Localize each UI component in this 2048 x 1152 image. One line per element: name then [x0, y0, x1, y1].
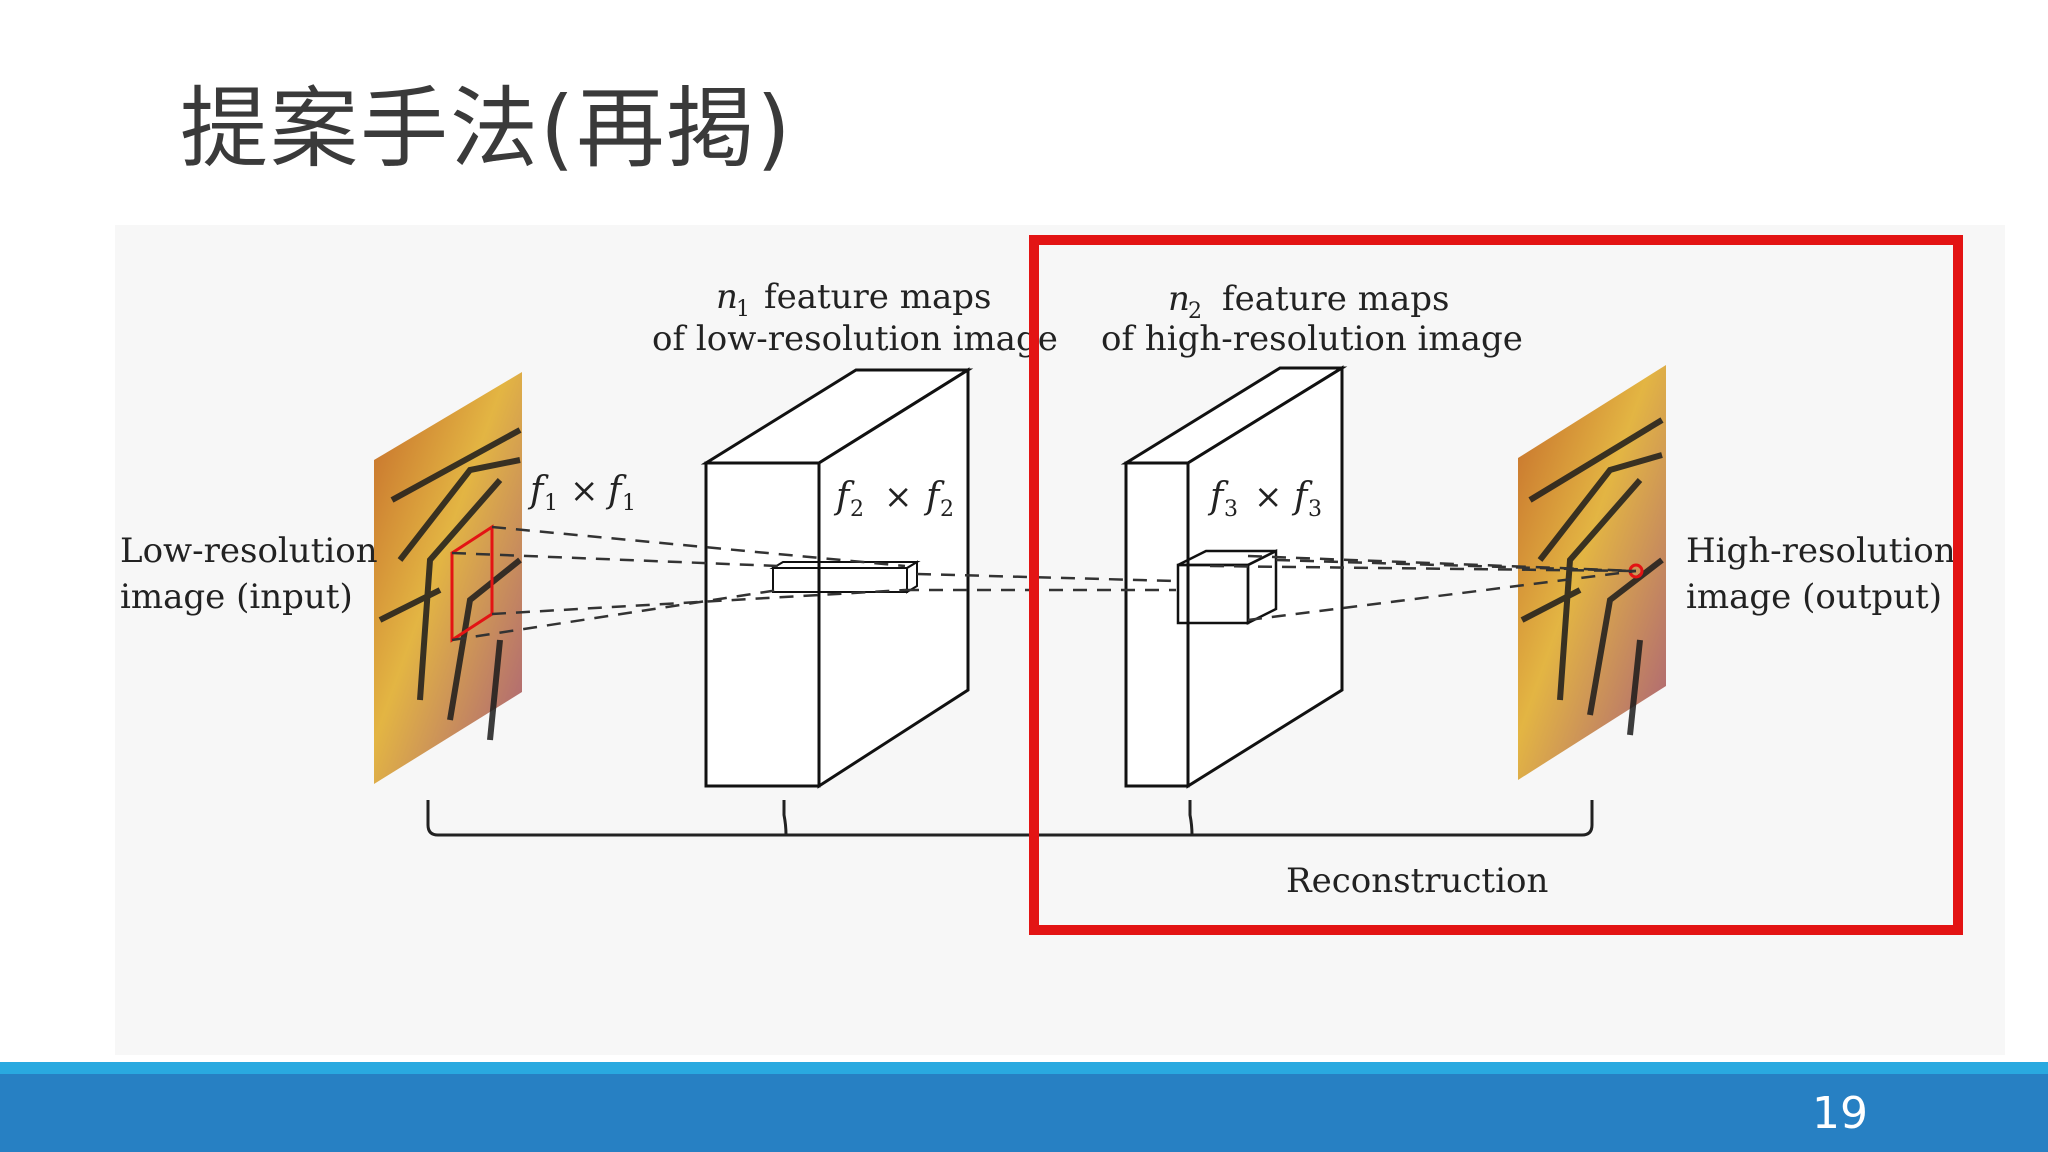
n1-sub: 1	[736, 297, 750, 322]
reconstruction-highlight-box	[1029, 235, 1963, 935]
n1-var: n	[716, 277, 738, 317]
input-label-line1: Low-resolution	[120, 531, 378, 571]
svg-text:2: 2	[940, 497, 954, 522]
n2-line2: of high-resolution image	[1101, 319, 1523, 359]
footer-accent-strip	[0, 1062, 2048, 1074]
n1-heading: n 1 feature maps of low-resolution image	[652, 277, 1058, 359]
n2-caption: feature maps	[1222, 279, 1449, 319]
svg-text:3: 3	[1308, 497, 1322, 522]
output-label-line2: image (output)	[1686, 577, 1942, 617]
input-label-line2: image (input)	[120, 577, 353, 617]
reconstruction-label: Reconstruction	[1286, 861, 1548, 901]
projection-lines	[451, 525, 1637, 642]
slide-title: 提案手法(再掲)	[180, 77, 793, 180]
n2-var: n	[1168, 279, 1190, 319]
footer-bar	[0, 1074, 2048, 1152]
svg-text:3: 3	[1224, 497, 1238, 522]
feature-block-n1	[700, 367, 974, 789]
output-label-line1: High-resolution	[1686, 531, 1956, 571]
n1-caption: feature maps	[764, 277, 991, 317]
page-number: 19	[1812, 1088, 1868, 1139]
stage-braces	[426, 800, 1594, 837]
n2-sub: 2	[1188, 299, 1202, 324]
svg-text:×: ×	[570, 471, 599, 511]
svg-text:1: 1	[622, 491, 636, 516]
svg-text:×: ×	[1254, 477, 1283, 517]
feature-block-n2	[1120, 365, 1348, 789]
f1-label: f 1 × f 1	[527, 470, 636, 516]
svg-text:×: ×	[884, 477, 913, 517]
svg-text:2: 2	[850, 497, 864, 522]
output-image	[1518, 365, 1666, 780]
input-image	[374, 372, 522, 784]
n2-heading: n 2 feature maps of high-resolution imag…	[1101, 279, 1523, 359]
n1-line2: of low-resolution image	[652, 319, 1058, 359]
svg-text:1: 1	[544, 491, 558, 516]
